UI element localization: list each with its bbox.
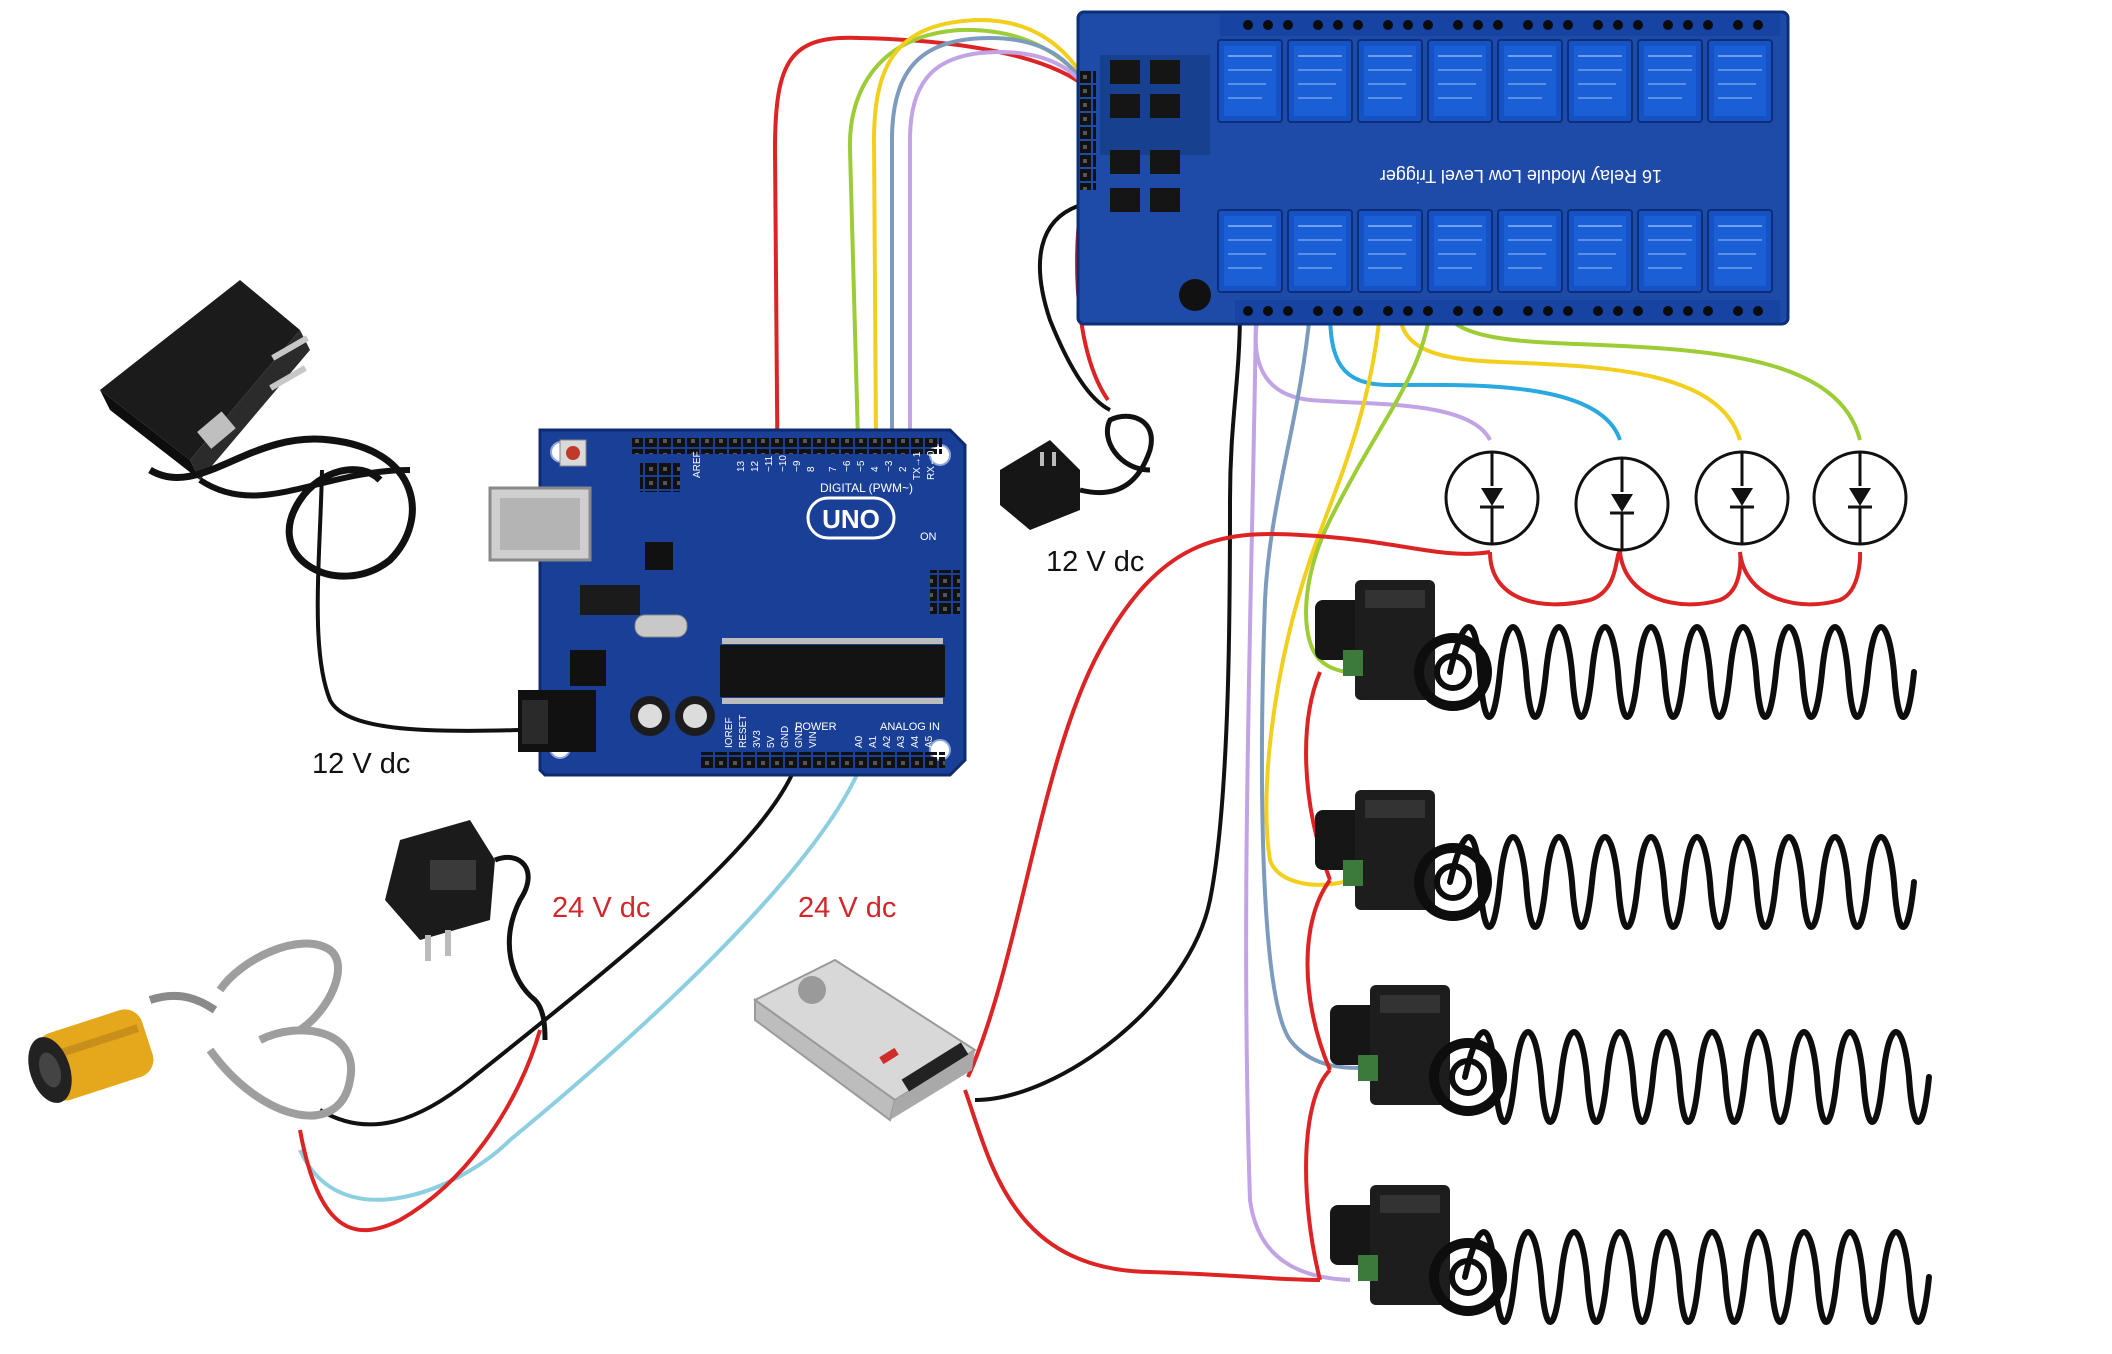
solenoid-actuators bbox=[1315, 580, 1929, 1322]
digital-pin-labels: 13 12 ~11 ~10 ~9 8 7 ~6 ~5 4 ~3 2 TX→1 R… bbox=[736, 450, 937, 480]
wire-blue-led2 bbox=[1328, 309, 1622, 441]
wire-green-pin5 bbox=[847, 27, 1092, 441]
atmega-chip bbox=[720, 645, 945, 697]
wire-yellow-sol2 bbox=[1264, 311, 1382, 887]
proximity-sensor bbox=[28, 939, 356, 1120]
wire-purple-pin2 bbox=[908, 49, 1097, 440]
pin-label-9: ~9 bbox=[792, 460, 803, 472]
relay-board-capacitor bbox=[1179, 279, 1211, 311]
pin-label-a1: A1 bbox=[868, 735, 879, 748]
solenoid-3 bbox=[1330, 985, 1929, 1122]
power-pin-labels: IOREF RESET 3V3 5V GND GND VIN bbox=[724, 715, 819, 748]
wire-purple-sol4 bbox=[1244, 313, 1351, 1282]
wire-lightblue-sensor bbox=[298, 767, 862, 1202]
pin-label-2: 2 bbox=[898, 466, 909, 472]
pin-label-3: ~3 bbox=[884, 460, 895, 472]
pin-label-a3: A3 bbox=[896, 735, 907, 748]
pin-label-6: ~6 bbox=[842, 460, 853, 472]
pin-label-5v: 5V bbox=[766, 735, 777, 748]
solenoid-2 bbox=[1315, 790, 1914, 927]
label-24v-psu: 24 V dc bbox=[798, 892, 897, 924]
led-2 bbox=[1574, 456, 1670, 552]
pin-label-13: 13 bbox=[736, 460, 747, 472]
led-4 bbox=[1812, 450, 1908, 546]
wire-black-common bbox=[974, 309, 1242, 1102]
wire-red-psu-solenoids bbox=[963, 1089, 1321, 1282]
analog-pin-labels: A0 A1 A2 A3 A4 A5 bbox=[854, 735, 935, 748]
label-24v-adapter: 24 V dc bbox=[552, 892, 651, 924]
wire-red-sensor bbox=[298, 1029, 542, 1233]
pin-label-7: 7 bbox=[828, 466, 839, 472]
arduino-uno-board: UNO DIGITAL (PWM~) POWER ANALOG IN ON AR… bbox=[488, 428, 967, 777]
wire-red-5v bbox=[772, 35, 1092, 771]
wire-yellow-pin4 bbox=[871, 17, 1094, 441]
wire-red-sol-bus bbox=[1304, 671, 1332, 1281]
pin-label-4: 4 bbox=[870, 466, 881, 472]
pin-label-5: ~5 bbox=[856, 460, 867, 472]
uno-logo-frame bbox=[806, 496, 896, 540]
pin-label-11: ~11 bbox=[764, 455, 775, 472]
uno-logo: UNO bbox=[822, 504, 880, 534]
label-12v-adapter-center: 12 V dc bbox=[1046, 546, 1145, 578]
switching-power-supply bbox=[753, 958, 977, 1122]
led-3 bbox=[1694, 450, 1790, 546]
power-adapter-12v-center bbox=[1000, 413, 1154, 530]
wire-purple-led1 bbox=[1253, 313, 1492, 442]
pin-label-1: TX→1 bbox=[912, 451, 923, 480]
pin-label-vin: VIN bbox=[808, 731, 819, 748]
pin-label-reset: RESET bbox=[738, 715, 749, 748]
wire-steel-pin3 bbox=[890, 35, 1094, 440]
aref-label: AREF bbox=[692, 451, 703, 478]
led-1 bbox=[1444, 450, 1540, 546]
pin-label-10: ~10 bbox=[778, 455, 789, 472]
analog-header-label: ANALOG IN bbox=[880, 721, 940, 733]
power-adapter-12v-left bbox=[100, 280, 416, 580]
wire-black-sensor bbox=[318, 767, 797, 1127]
pin-label-a5: A5 bbox=[924, 735, 935, 748]
pin-label-0: RX←0 bbox=[926, 450, 937, 480]
wire-red-psu-led bbox=[966, 531, 1491, 1078]
wire-green-led4 bbox=[1443, 310, 1862, 441]
label-12v-adapter-left: 12 V dc bbox=[312, 748, 411, 780]
wire-black-relay-gnd bbox=[1038, 204, 1111, 412]
pin-label-12: 12 bbox=[750, 460, 761, 472]
pin-label-gnd1: GND bbox=[780, 726, 791, 748]
pin-label-ioref: IOREF bbox=[724, 717, 735, 748]
wire-black-adapter1 bbox=[315, 469, 521, 733]
wire-yellow-led3 bbox=[1398, 311, 1742, 441]
pin-label-a0: A0 bbox=[854, 735, 865, 748]
wire-green-sol1 bbox=[1304, 311, 1432, 674]
wire-steel-sol3 bbox=[1259, 311, 1361, 1070]
pin-label-a4: A4 bbox=[910, 735, 921, 748]
wires bbox=[298, 17, 1863, 1282]
pin-label-3v3: 3V3 bbox=[752, 730, 763, 748]
pin-label-a2: A2 bbox=[882, 735, 893, 748]
solenoid-1 bbox=[1315, 580, 1914, 717]
on-led-label: ON bbox=[920, 531, 937, 543]
wire-red-led-common bbox=[1488, 549, 1863, 607]
pin-label-8: 8 bbox=[806, 466, 817, 472]
solenoid-4 bbox=[1330, 1185, 1929, 1322]
power-header-label: POWER bbox=[795, 721, 837, 733]
digital-header-label: DIGITAL (PWM~) bbox=[820, 481, 913, 495]
relay-board: 16 Relay Module Low Level Trigger bbox=[1076, 10, 1790, 326]
power-adapter-24v bbox=[385, 820, 548, 1041]
relay-board-title: 16 Relay Module Low Level Trigger bbox=[1380, 166, 1662, 186]
pin-label-gnd2: GND bbox=[794, 726, 805, 748]
led-indicators bbox=[1444, 450, 1908, 552]
